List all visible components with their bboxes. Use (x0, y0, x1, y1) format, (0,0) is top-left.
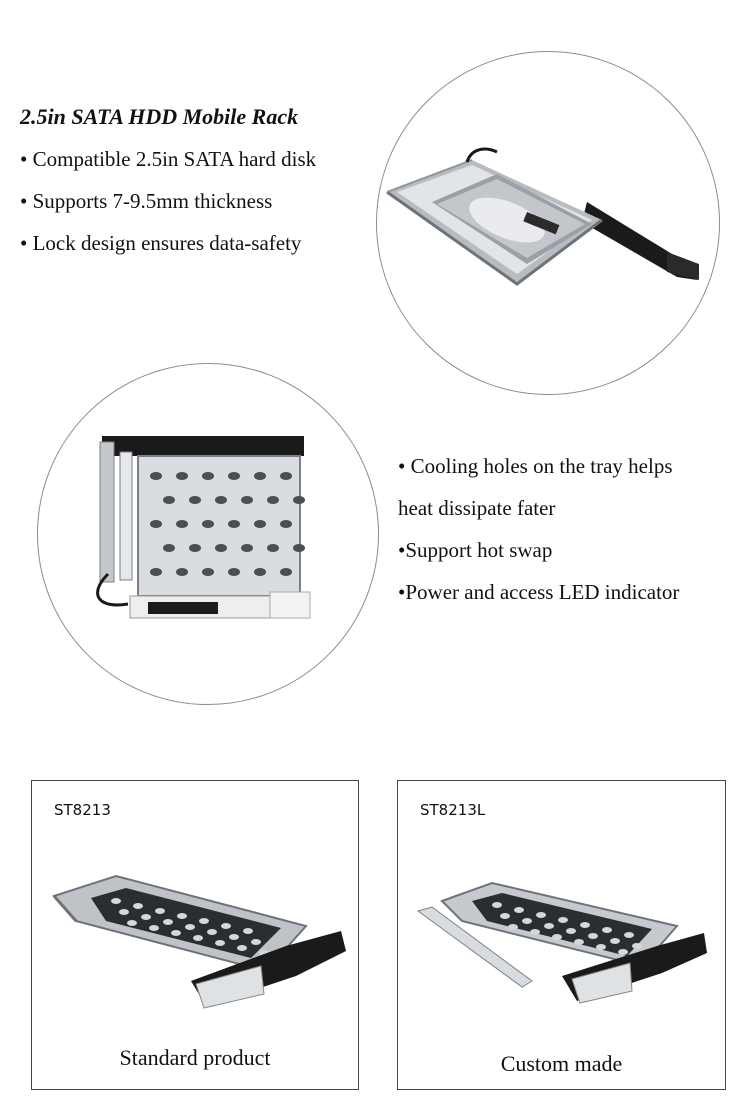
tray-hole (566, 928, 576, 934)
cooling-hole (228, 568, 240, 576)
cooling-hole (189, 544, 201, 552)
cooling-hole (254, 568, 266, 576)
cooling-hole (254, 520, 266, 528)
feature-cooling-cont: heat dissipate fater (398, 496, 556, 520)
tray-hole (552, 934, 562, 940)
product-model-custom: ST8213L (420, 801, 486, 819)
cooling-hole (163, 496, 175, 504)
feature-lock: • Lock design ensures data-safety (20, 231, 302, 255)
cooling-hole (202, 568, 214, 576)
cooling-hole (267, 544, 279, 552)
cooling-hole (150, 472, 162, 480)
tray-hole (251, 939, 261, 945)
cooling-hole (150, 568, 162, 576)
tray-hole (229, 934, 239, 940)
tray-hole (530, 929, 540, 935)
cooling-hole (254, 472, 266, 480)
tray-hole (133, 903, 143, 909)
product-card-standard: ST8213 Standard product (31, 780, 359, 1090)
cooling-hole (150, 520, 162, 528)
tray-hole (177, 913, 187, 919)
cooling-hole (293, 496, 305, 504)
tray-hole (215, 940, 225, 946)
cooling-hole (280, 520, 292, 528)
feature-hot-swap: •Support hot swap (398, 538, 553, 562)
tray-hole (514, 907, 524, 913)
product-caption-standard: Standard product (119, 1045, 271, 1070)
tray-hole (111, 898, 121, 904)
tray-hole (171, 930, 181, 936)
product-card-custom: ST8213L Custom made (397, 780, 726, 1090)
tray-hole (149, 925, 159, 931)
feature-led: •Power and access LED indicator (398, 580, 680, 604)
cooling-hole (215, 496, 227, 504)
tray-hole (127, 920, 137, 926)
tray-hole (544, 923, 554, 929)
cooling-hole (215, 544, 227, 552)
cooling-hole (176, 568, 188, 576)
tray-hole (588, 933, 598, 939)
tray-hole (500, 913, 510, 919)
tray-hole (155, 908, 165, 914)
cooling-hole (176, 520, 188, 528)
product-model-standard: ST8213 (54, 801, 111, 819)
cooling-hole (202, 520, 214, 528)
tray-hole (596, 944, 606, 950)
tray-hole (508, 924, 518, 930)
hdd-tray-photo-circle (376, 51, 720, 395)
tray-hole (199, 918, 209, 924)
tray-hole (602, 927, 612, 933)
tray-hole (522, 918, 532, 924)
perforated-tray-photo-circle (37, 363, 379, 705)
tray-hole (237, 945, 247, 951)
tray-hole (492, 902, 502, 908)
tray-hole (185, 924, 195, 930)
tray-hole (207, 929, 217, 935)
tray-hole (574, 939, 584, 945)
cooling-hole (280, 472, 292, 480)
tray-hole (193, 935, 203, 941)
cooling-hole (228, 520, 240, 528)
cooling-hole (241, 544, 253, 552)
tray-hole (536, 912, 546, 918)
tray-standard-icon (52, 874, 346, 1009)
tray-hole (141, 914, 151, 920)
cooling-hole (267, 496, 279, 504)
tray-hole (163, 919, 173, 925)
cooling-hole (176, 472, 188, 480)
tray-hole (243, 928, 253, 934)
tray-hole (580, 922, 590, 928)
tray-hole (624, 932, 634, 938)
cooling-hole (189, 496, 201, 504)
perforated-tray-icon (96, 436, 311, 619)
section1-heading: 2.5in SATA HDD Mobile Rack (20, 104, 299, 129)
tray-hole (632, 943, 642, 949)
cooling-hole (241, 496, 253, 504)
tray-hole (221, 923, 231, 929)
tray-custom-icon (416, 881, 707, 1004)
tray-hole (119, 909, 129, 915)
tray-hole (618, 949, 628, 955)
feature-thickness: • Supports 7-9.5mm thickness (20, 189, 273, 213)
cooling-hole (280, 568, 292, 576)
product-caption-custom: Custom made (500, 1051, 623, 1076)
tray-hole (558, 917, 568, 923)
hdd-tray-with-disk-icon (386, 147, 699, 286)
feature-cooling: • Cooling holes on the tray helps (398, 454, 673, 478)
cooling-hole (293, 544, 305, 552)
tray-hole (610, 938, 620, 944)
cooling-hole (228, 472, 240, 480)
cooling-hole (202, 472, 214, 480)
feature-compatible: • Compatible 2.5in SATA hard disk (20, 147, 317, 171)
cooling-hole (163, 544, 175, 552)
